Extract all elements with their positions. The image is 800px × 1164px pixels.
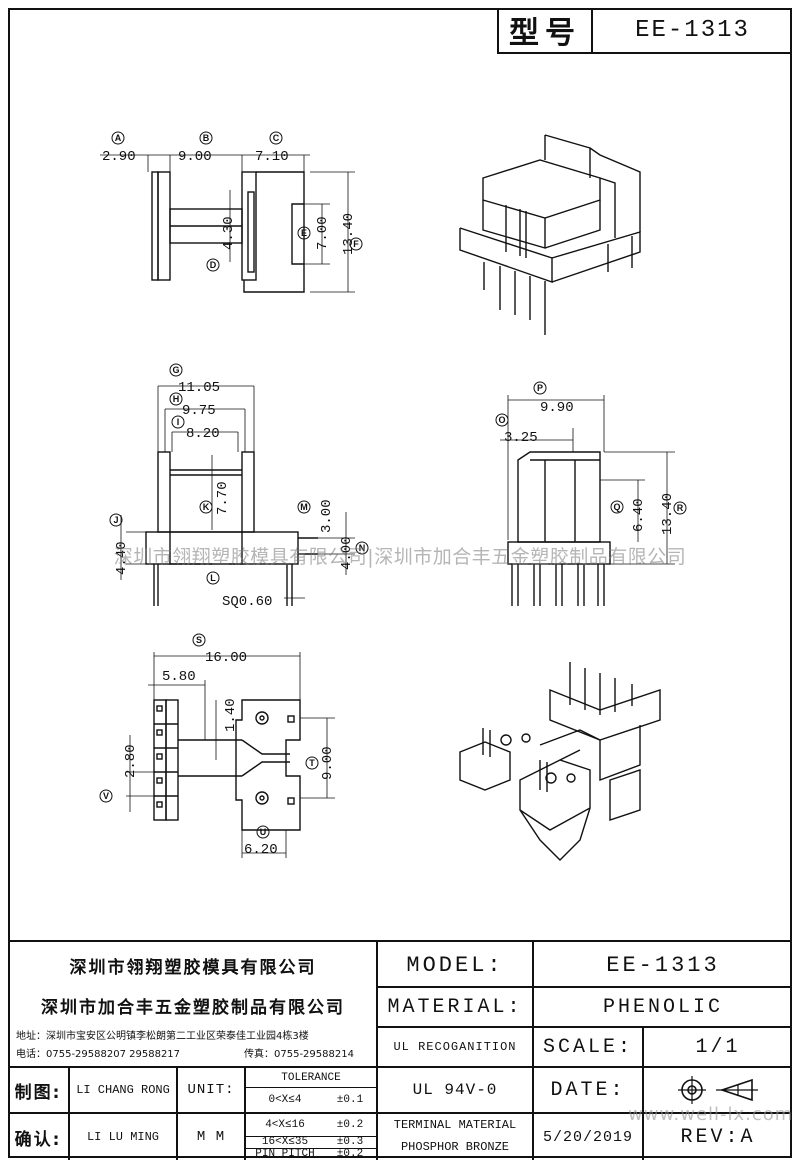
- label-t: T: [309, 758, 315, 768]
- model-header-value: EE-1313: [635, 16, 750, 44]
- first-angle-projection-icon: [678, 1076, 758, 1104]
- drawn-label: 制图:: [14, 1082, 62, 1103]
- view-side: [500, 395, 675, 606]
- date-label: DATE:: [550, 1078, 626, 1102]
- circle-labels: [99, 131, 687, 839]
- company-fax: 传真：0755-29588214: [244, 1048, 354, 1060]
- watermark-text: 深圳市翎翔塑胶模具有限公司|深圳市加合丰五金塑胶制品有限公司: [113, 546, 687, 568]
- label-j: J: [113, 515, 118, 525]
- dim-c: 7.10: [255, 149, 289, 165]
- view-iso-bottom: [459, 662, 661, 861]
- view-front: [120, 385, 355, 606]
- unit-value: M M: [196, 1129, 226, 1145]
- model-label: MODEL:: [406, 952, 504, 978]
- dim-u: 6.20: [244, 842, 278, 858]
- label-h: H: [173, 394, 180, 404]
- model-value: EE-1313: [606, 952, 720, 978]
- dim-t: 9.00: [320, 746, 336, 780]
- dim-d: 4.30: [221, 216, 237, 250]
- label-r: R: [677, 503, 684, 513]
- company-address: 地址：深圳市宝安区公明镇李松朗第二工业区荣泰佳工业园4栋3楼: [16, 1030, 309, 1042]
- label-i: I: [177, 417, 180, 427]
- tol-range-3: 16<X≤35: [261, 1136, 309, 1148]
- dim-f: 13.40: [341, 213, 357, 255]
- terminal-material-label: TERMINAL MATERIAL: [393, 1118, 517, 1132]
- dim-h: 9.75: [182, 403, 216, 419]
- label-s: S: [196, 635, 202, 645]
- dim-r: 13.40: [660, 493, 676, 535]
- dim-s3: 1.40: [223, 698, 239, 732]
- label-b: B: [203, 133, 210, 143]
- dim-n: 4.00: [339, 536, 355, 570]
- company-name-1: 深圳市翎翔塑胶模具有限公司: [69, 957, 317, 978]
- dim-v: 2.80: [123, 744, 139, 778]
- dim-j: 4.40: [114, 541, 130, 575]
- view-iso-top: [459, 134, 641, 335]
- drawing-frame: [8, 8, 792, 1158]
- tol-range-1: 0<X≤4: [268, 1094, 302, 1106]
- company-phone: 电话：0755-29588207 29588217: [16, 1048, 181, 1060]
- label-f: F: [353, 239, 359, 249]
- tolerance-title: TOLERANCE: [281, 1071, 341, 1084]
- tol-range-4: PIN PITCH: [255, 1148, 315, 1160]
- label-c: C: [273, 133, 280, 143]
- label-d: D: [210, 260, 217, 270]
- ul-value: UL 94V-0: [412, 1081, 498, 1099]
- label-v: V: [103, 791, 109, 801]
- view-top-left: [100, 154, 355, 293]
- label-e: E: [301, 228, 307, 238]
- dim-s: 16.00: [205, 650, 247, 666]
- dim-a: 2.90: [102, 149, 136, 165]
- dim-i: 8.20: [186, 426, 220, 442]
- tol-value-4: ±0.2: [336, 1148, 364, 1160]
- dim-o: 3.25: [504, 430, 538, 446]
- label-l: L: [210, 573, 216, 583]
- company-name-2: 深圳市加合丰五金塑胶制品有限公司: [41, 997, 345, 1018]
- checked-name: LI LU MING: [86, 1130, 159, 1144]
- drawn-name: LI CHANG RONG: [76, 1083, 170, 1097]
- label-k: K: [203, 502, 210, 512]
- label-o: O: [498, 415, 505, 425]
- dim-m: 3.00: [319, 499, 335, 533]
- projection-symbol: [644, 1068, 792, 1112]
- dim-l: SQ0.60: [222, 594, 272, 610]
- model-header: 型号 EE-1313: [497, 8, 792, 54]
- material-label: MATERIAL:: [387, 995, 523, 1019]
- date-value: 5/20/2019: [542, 1128, 633, 1146]
- label-p: P: [537, 383, 543, 393]
- label-g: G: [172, 365, 179, 375]
- model-header-label: 型号: [499, 8, 593, 52]
- label-q: Q: [613, 502, 620, 512]
- tol-value-2: ±0.2: [336, 1118, 364, 1131]
- scale-label: SCALE:: [542, 1035, 633, 1059]
- watermark-site: www.well-lx.com: [628, 1104, 794, 1125]
- revision: REV:A: [680, 1125, 756, 1149]
- dim-p: 9.90: [540, 400, 574, 416]
- label-u: U: [260, 827, 267, 837]
- dim-g: 11.05: [178, 380, 220, 396]
- dim-s2: 5.80: [162, 669, 196, 685]
- dim-q: 6.40: [631, 498, 647, 532]
- label-n: N: [359, 543, 366, 553]
- dim-b: 9.00: [178, 149, 212, 165]
- terminal-material-value: PHOSPHOR BRONZE: [400, 1140, 510, 1154]
- view-bottom: [126, 652, 335, 858]
- unit-label: UNIT:: [187, 1082, 235, 1098]
- tol-value-1: ±0.1: [336, 1094, 364, 1106]
- label-a: A: [115, 133, 122, 143]
- checked-label: 确认:: [14, 1129, 62, 1150]
- label-m: M: [300, 502, 308, 512]
- tol-range-2: 4<X≤16: [265, 1118, 305, 1131]
- dim-k: 7.70: [215, 481, 231, 515]
- dim-e: 7.00: [315, 216, 331, 250]
- scale-value: 1/1: [695, 1035, 741, 1059]
- tol-value-3: ±0.3: [336, 1136, 364, 1148]
- material-value: PHENOLIC: [602, 995, 723, 1019]
- technical-drawing: 2.90 9.00 7.10 4.30 7.00 13.40: [99, 131, 687, 861]
- ul-label: UL RECOGANITION: [393, 1040, 517, 1054]
- title-block: 深圳市翎翔塑胶模具有限公司 深圳市加合丰五金塑胶制品有限公司 地址：深圳市宝安区…: [8, 940, 792, 1160]
